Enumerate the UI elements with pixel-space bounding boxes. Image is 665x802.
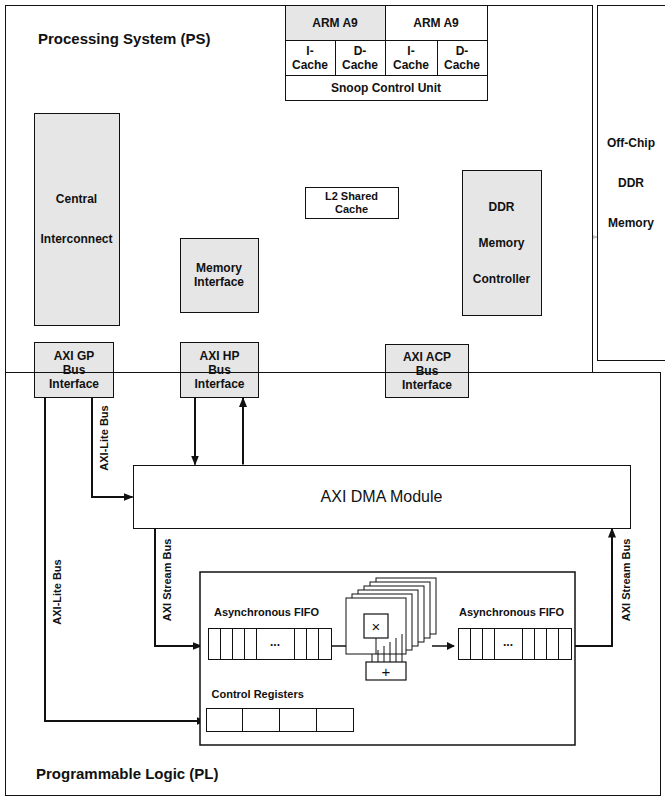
array-output: [432, 645, 454, 647]
bus-connector: [92, 398, 133, 497]
box-label: Off-Chip DDR Memory: [602, 123, 660, 243]
register-cell: [207, 709, 244, 731]
bus-connector: [194, 398, 196, 465]
box-label: Central Interconnect: [39, 179, 115, 259]
box-label: AXI DMA Module: [321, 488, 443, 506]
box-label: AXI GP Bus Interface: [43, 349, 105, 391]
process-box: I-Cache: [285, 40, 336, 76]
accelerator-box: [200, 572, 575, 745]
multiplier-symbol: [364, 614, 388, 638]
bus-label: AXI-Lite Bus: [51, 559, 63, 624]
bus-connector: [572, 529, 613, 647]
process-box: AXI DMA Module: [133, 465, 631, 529]
system-region: Processing System (PS) ARM A9 I-Cache D-Cac…: [5, 5, 593, 373]
process-box: AXI GP Bus Interface: [34, 342, 114, 398]
adder-symbol: [366, 662, 406, 680]
process-box: ARM A9: [285, 5, 386, 41]
fifo-cell: [319, 629, 331, 659]
bus-connector: [155, 529, 202, 647]
bus-label: AXI Stream Bus: [620, 539, 632, 622]
fifo-cells: ...: [208, 628, 332, 660]
fifo-cell: [233, 629, 245, 659]
register-block: Control Registers: [206, 688, 354, 733]
box-label: I-Cache: [290, 44, 330, 72]
box-label: Memory Interface: [184, 261, 254, 289]
fifo-cell: [307, 629, 319, 659]
sum-wire: [396, 638, 397, 662]
process-box: Off-Chip DDR Memory: [597, 5, 665, 361]
process-box: AXI HP Bus Interface: [180, 342, 259, 398]
box-label: AXI HP Bus Interface: [189, 349, 251, 391]
fifo-title: Asynchronous FIFO: [452, 606, 572, 628]
process-box: Central Interconnect: [34, 113, 120, 326]
region-title: Processing System (PS): [38, 30, 211, 47]
box-label: Snoop Control Unit: [331, 81, 441, 95]
fifo-cell: [559, 629, 571, 659]
box-label: D-Cache: [442, 44, 482, 72]
process-box: D-Cache: [437, 40, 488, 76]
box-label: AXI ACP Bus Interface: [396, 350, 458, 392]
fifo-cell: [483, 629, 495, 659]
sum-wire: [372, 654, 373, 662]
process-box: Memory Interface: [180, 238, 259, 313]
array-input: [332, 645, 346, 647]
fifo-cell: [535, 629, 547, 659]
fifo-title: Asynchronous FIFO: [202, 606, 332, 628]
register-cells: [206, 708, 354, 732]
fifo-cell: [245, 629, 257, 659]
box-label: D-Cache: [340, 44, 380, 72]
bus-connector: [242, 398, 244, 465]
fifo-cell: [209, 629, 221, 659]
bus-connector: [45, 398, 206, 721]
box-label: ARM A9: [312, 16, 358, 30]
fifo-block: Asynchronous FIFO...: [202, 606, 332, 662]
process-box: AXI ACP Bus Interface: [385, 344, 469, 398]
register-cell: [280, 709, 317, 731]
process-box: D-Cache: [335, 40, 386, 76]
fifo-cell: [221, 629, 233, 659]
box-label: L2 Shared Cache: [317, 190, 387, 216]
bus-label: AXI Stream Bus: [161, 539, 173, 622]
fifo-cell: [523, 629, 535, 659]
process-box: ARM A9: [385, 5, 488, 41]
fifo-cell: [459, 629, 471, 659]
sum-wire: [390, 642, 391, 662]
add-sign: +: [382, 664, 391, 679]
fifo-cell: [547, 629, 559, 659]
register-cell: [243, 709, 280, 731]
fifo-ellipsis: ...: [495, 629, 523, 659]
box-label: ARM A9: [413, 16, 459, 30]
box-label: DDR Memory Controller: [467, 189, 537, 297]
sum-wire: [378, 650, 379, 662]
region-title: Programmable Logic (PL): [36, 765, 219, 782]
box-label: I-Cache: [391, 44, 431, 72]
process-box: Snoop Control Unit: [285, 75, 488, 101]
bus-label: AXI-Lite Bus: [98, 405, 110, 470]
fifo-cell: [295, 629, 307, 659]
product-wire: [376, 638, 377, 654]
process-box: I-Cache: [385, 40, 438, 76]
multiply-sign: ×: [372, 619, 381, 634]
register-title: Control Registers: [206, 688, 354, 708]
fifo-cell: [471, 629, 483, 659]
fifo-ellipsis: ...: [257, 629, 295, 659]
fifo-cells: ...: [458, 628, 572, 660]
sum-wire: [402, 634, 403, 662]
sum-wire: [384, 646, 385, 662]
register-cell: [317, 709, 353, 731]
fifo-block: Asynchronous FIFO...: [452, 606, 572, 662]
process-box: DDR Memory Controller: [462, 170, 542, 316]
process-box: L2 Shared Cache: [305, 187, 399, 219]
